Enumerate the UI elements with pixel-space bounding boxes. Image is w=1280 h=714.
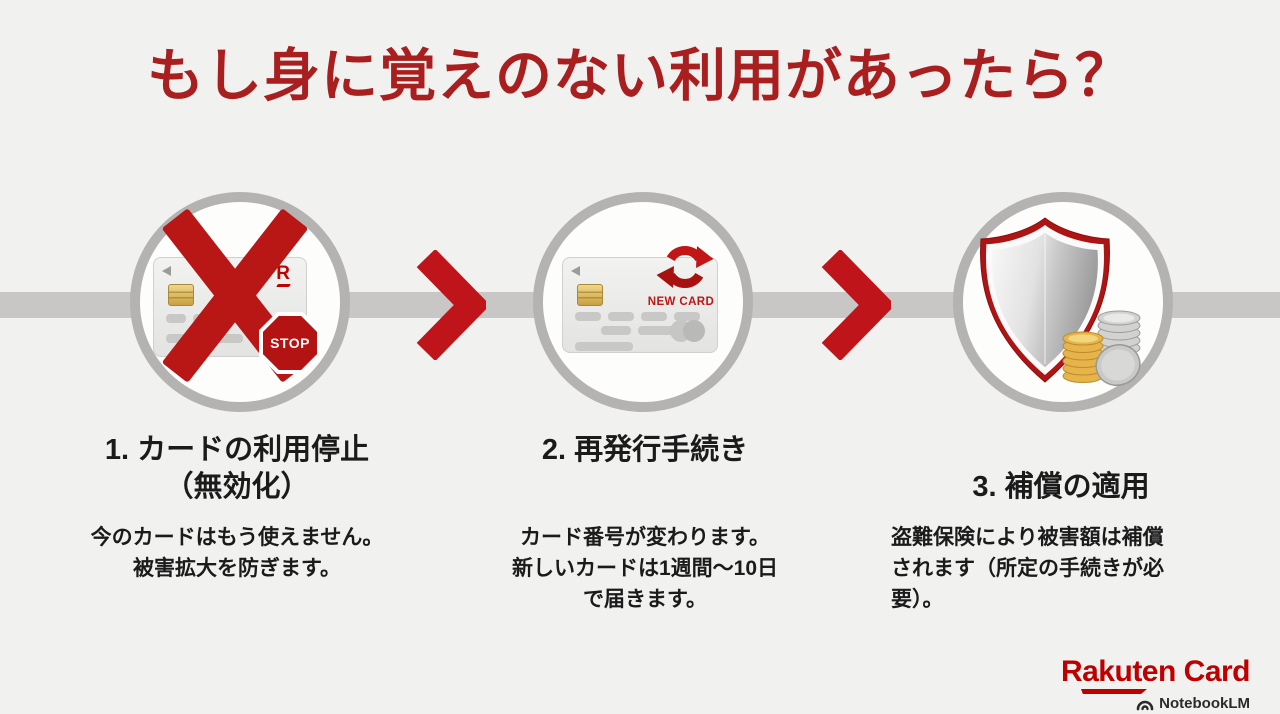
gold-coins-icon <box>1062 331 1104 383</box>
card-number-stripes <box>575 312 700 321</box>
refresh-arrows-icon <box>656 246 714 288</box>
step2-description: カード番号が変わります。 新しいカードは1週間～10日 で届きます。 <box>511 526 779 611</box>
notebooklm-label: NotebookLM <box>1159 695 1250 712</box>
rakuten-swoosh-icon <box>1080 689 1147 694</box>
step3-icon-circle <box>963 202 1163 402</box>
notebooklm-icon <box>1136 700 1154 710</box>
card-corner-mark-icon <box>571 266 580 276</box>
rakuten-card-logo: Rakuten Card <box>1060 655 1251 688</box>
step1-description: 今のカードはもう使えません。 被害拡大を防ぎます。 <box>90 526 384 580</box>
card-brand-circles-icon <box>670 320 705 342</box>
card-corner-mark-icon <box>162 266 171 276</box>
silver-coin-icon <box>1095 344 1141 386</box>
step1-title: 1. カードの利用停止 （無効化） <box>104 434 370 503</box>
rakuten-r-logo-icon: R <box>276 264 290 287</box>
step1-icon-circle: R STOP <box>140 202 340 402</box>
step3-title: 3. 補償の適用 <box>972 471 1150 503</box>
stop-sign-icon: STOP <box>259 312 321 374</box>
branding: Rakuten Card NotebookLM <box>1060 655 1251 713</box>
card-chip-icon <box>168 284 194 306</box>
shield-coins-icon <box>980 217 1141 386</box>
new-credit-card-icon <box>562 257 718 353</box>
page-title: もし身に覚えのない利用があったら？ <box>147 44 1133 108</box>
step3-description: 盗難保険により被害額は補償 されます（所定の手続きが必 要）。 <box>891 526 1164 611</box>
step2-title: 2. 再発行手続き <box>541 434 749 466</box>
stop-sign-label: STOP <box>263 316 317 370</box>
chevron-right-icon <box>821 250 891 360</box>
new-card-label: NEW CARD <box>647 296 715 308</box>
chevron-right-icon <box>416 250 486 360</box>
card-chip-icon <box>577 284 603 306</box>
card-mid-stripes <box>601 326 680 335</box>
step2-icon-circle: NEW CARD <box>543 202 743 402</box>
card-name-stripes <box>575 342 633 351</box>
